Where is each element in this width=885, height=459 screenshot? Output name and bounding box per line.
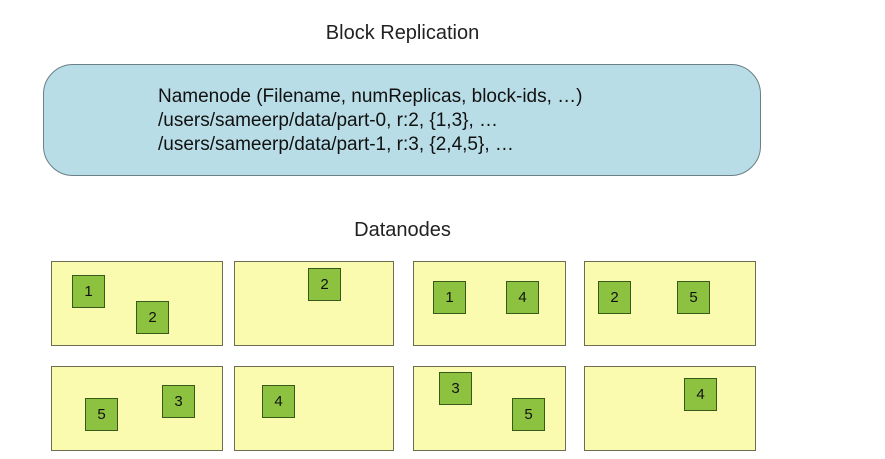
datanodes-label: Datanodes xyxy=(354,219,451,241)
block: 4 xyxy=(262,385,295,418)
namenode-header-line: Namenode (Filename, numReplicas, block-i… xyxy=(158,86,583,107)
block: 2 xyxy=(598,281,631,314)
namenode-file-part-1: /users/sameerp/data/part-1, r:3, {2,4,5}… xyxy=(158,134,514,155)
datanode-2: 2 xyxy=(234,261,394,346)
block: 1 xyxy=(433,281,466,314)
datanode-8: 4 xyxy=(584,366,756,451)
datanode-3: 1 4 xyxy=(413,261,566,346)
datanode-4: 2 5 xyxy=(584,261,756,346)
datanode-1: 1 2 xyxy=(51,261,223,346)
block: 3 xyxy=(162,385,195,418)
block: 5 xyxy=(85,398,118,431)
block: 4 xyxy=(506,281,539,314)
block: 2 xyxy=(136,301,169,334)
datanode-5: 5 3 xyxy=(51,366,223,451)
block: 2 xyxy=(308,268,341,301)
block: 3 xyxy=(439,372,472,405)
datanode-6: 4 xyxy=(234,366,394,451)
diagram-title: Block Replication xyxy=(325,22,480,44)
namenode-box: Namenode (Filename, numReplicas, block-i… xyxy=(43,64,761,176)
block: 1 xyxy=(72,275,105,308)
datanode-7: 3 5 xyxy=(413,366,566,451)
block: 5 xyxy=(677,281,710,314)
block: 5 xyxy=(512,398,545,431)
block: 4 xyxy=(684,378,717,411)
namenode-file-part-0: /users/sameerp/data/part-0, r:2, {1,3}, … xyxy=(158,110,499,131)
namenode-text: Namenode (Filename, numReplicas, block-i… xyxy=(158,85,583,157)
